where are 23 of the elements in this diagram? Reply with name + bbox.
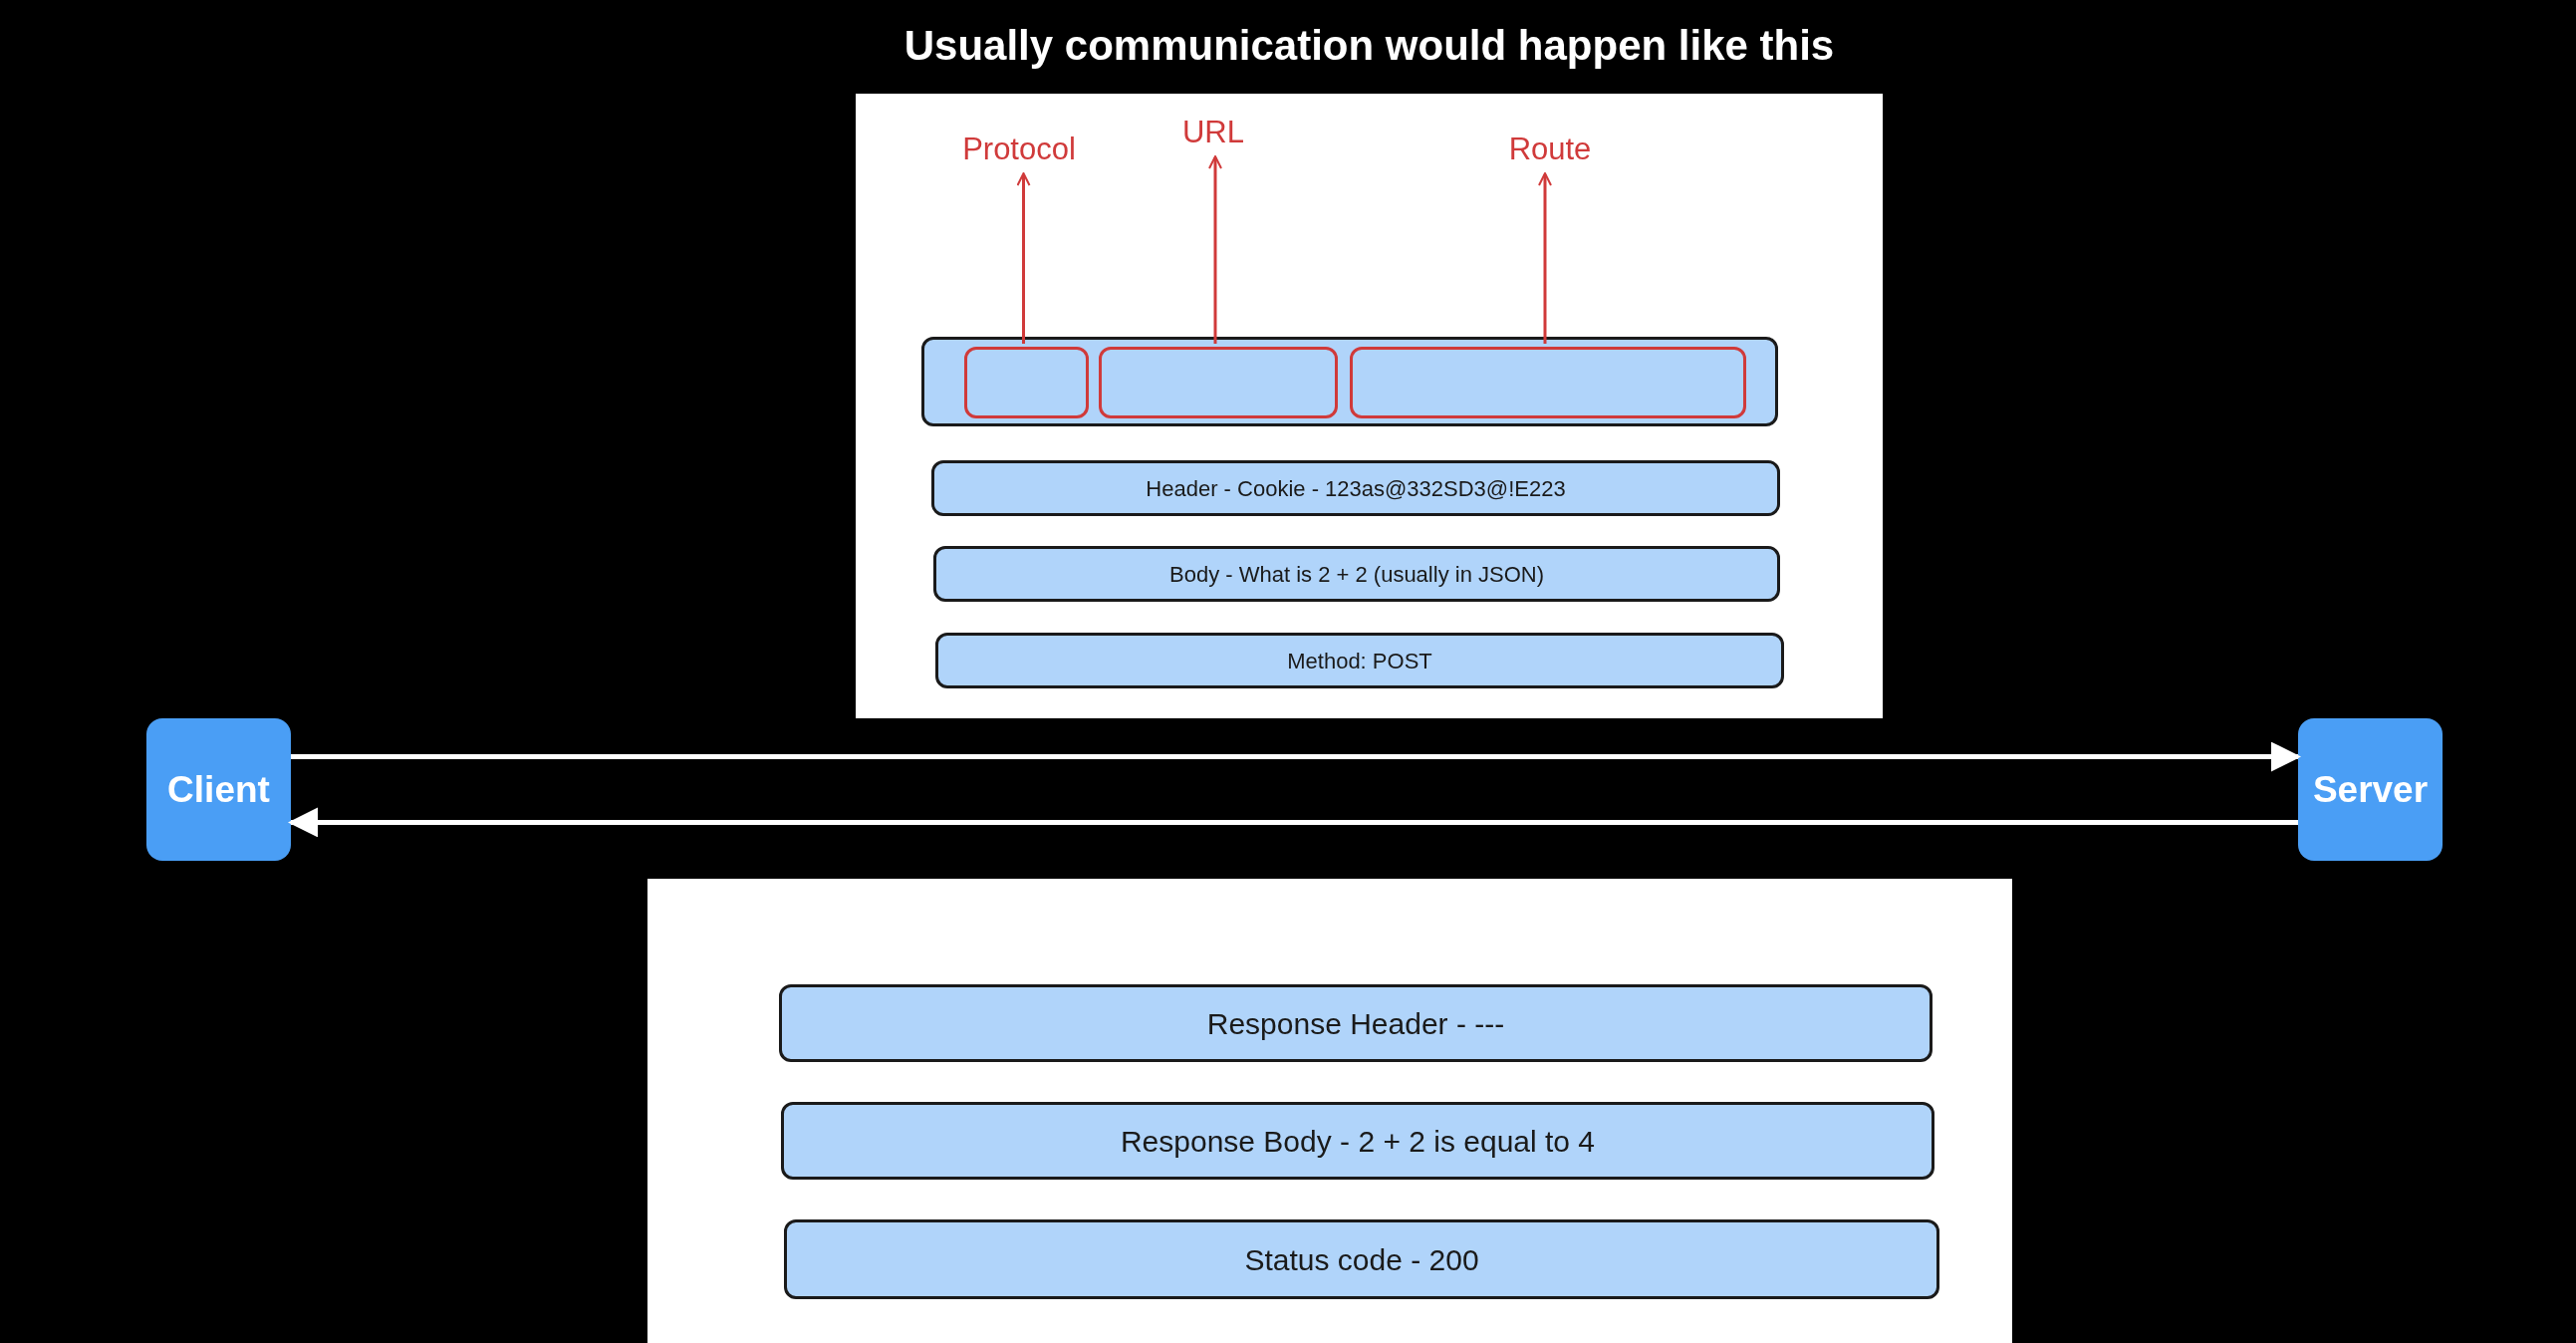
arrow (291, 741, 2301, 772)
field-bar: Header - Cookie - 123as@332SD3@!E223 (931, 460, 1780, 516)
request-panel (856, 94, 1883, 718)
arrow (1016, 172, 1031, 344)
arrow (1538, 172, 1552, 344)
field-bar: Body - What is 2 + 2 (usually in JSON) (933, 546, 1780, 602)
highlight-box (964, 347, 1089, 418)
arrow (1208, 155, 1222, 344)
field-bar (921, 337, 1778, 426)
endpoint-box: Client (146, 718, 291, 861)
field-bar: Method: POST (935, 633, 1784, 688)
endpoint-box: Server (2298, 718, 2443, 861)
highlight-box (1099, 347, 1338, 418)
title: Usually communication would happen like this (902, 21, 1836, 71)
field-bar: Status code - 200 (784, 1219, 1939, 1299)
field-bar: Response Body - 2 + 2 is equal to 4 (781, 1102, 1934, 1180)
annotation-label: Route (1490, 125, 1610, 174)
annotation-label: Protocol (949, 125, 1089, 174)
highlight-box (1350, 347, 1746, 418)
response-panel (647, 879, 2012, 1343)
field-bar: Response Header - --- (779, 984, 1932, 1062)
arrow (288, 807, 2298, 838)
annotation-label: URL (1154, 108, 1273, 157)
